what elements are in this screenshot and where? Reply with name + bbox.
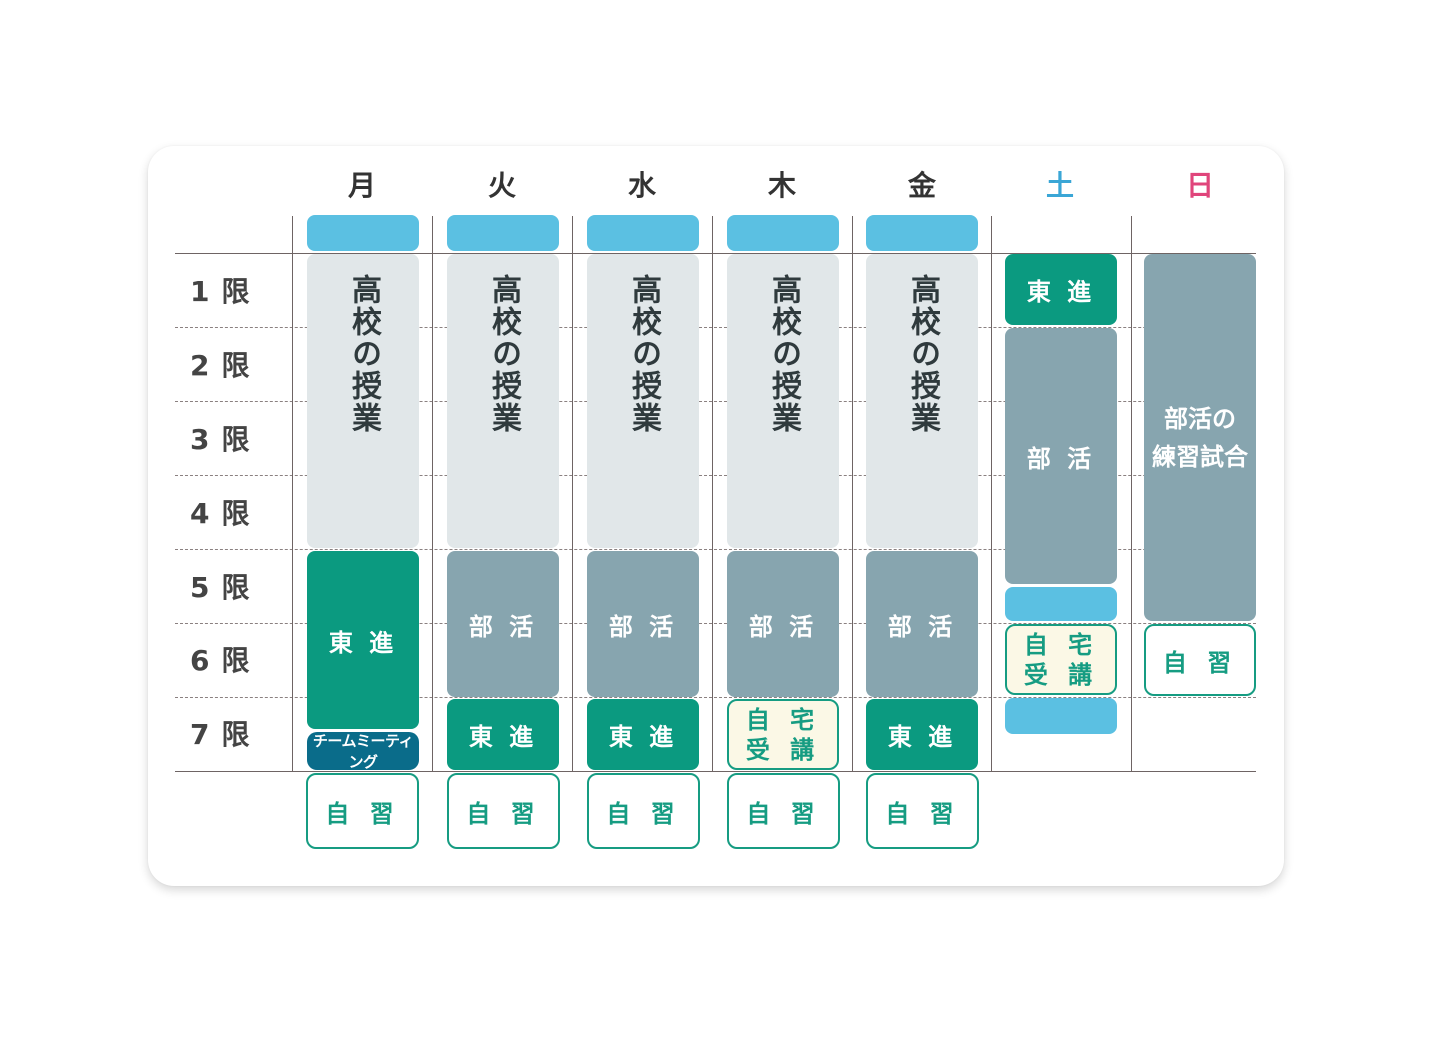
grid-vline-2 <box>432 216 433 771</box>
toshin-block-tue: 東 進 <box>447 699 559 770</box>
period-num: 1 <box>190 275 210 308</box>
self-study-wed: 自 習 <box>587 773 700 849</box>
grid-bottom-line <box>175 771 1256 772</box>
grid-vline-4 <box>712 216 713 771</box>
blue-bar-wed <box>587 215 699 251</box>
home-study-thu: 自 宅 受 講 <box>727 699 839 770</box>
blue-bar-mon <box>307 215 419 251</box>
period-unit: 限 <box>221 718 250 751</box>
day-header-wed: 水 <box>627 169 656 202</box>
blue-bar-sat-2 <box>1005 698 1117 734</box>
club-block-fri: 部 活 <box>866 551 978 697</box>
grid-vline-3 <box>572 216 573 771</box>
period-unit: 限 <box>221 423 250 456</box>
period-unit: 限 <box>221 275 250 308</box>
grid-top-line <box>175 253 1256 254</box>
toshin-block-wed: 東 進 <box>587 699 699 770</box>
grid-dash-2 <box>175 401 1256 402</box>
practice-match-sun: 部活の 練習試合 <box>1144 254 1256 621</box>
period-num: 3 <box>190 423 210 456</box>
day-header-sat: 土 <box>1045 169 1074 202</box>
school-class-label: 高校の授業 <box>905 274 940 434</box>
period-num: 2 <box>190 349 210 382</box>
school-class-wed: 高校の授業 <box>587 254 699 548</box>
day-header-sun: 日 <box>1185 169 1214 202</box>
grid-dash-5 <box>175 623 1256 624</box>
club-block-wed: 部 活 <box>587 551 699 697</box>
period-unit: 限 <box>221 644 250 677</box>
period-unit: 限 <box>221 497 250 530</box>
toshin-block-fri: 東 進 <box>866 699 978 770</box>
blue-bar-tue <box>447 215 559 251</box>
school-class-label: 高校の授業 <box>766 274 801 434</box>
day-header-tue: 火 <box>487 169 516 202</box>
grid-dash-4 <box>175 549 1256 550</box>
day-header-mon: 月 <box>347 169 376 202</box>
club-block-tue: 部 活 <box>447 551 559 697</box>
grid-vline-7 <box>1131 216 1132 771</box>
grid-dash-6 <box>175 697 1256 698</box>
grid-dash-3 <box>175 475 1256 476</box>
school-class-fri: 高校の授業 <box>866 254 978 548</box>
period-unit: 限 <box>221 571 250 604</box>
self-study-tue: 自 習 <box>447 773 560 849</box>
day-header-thu: 木 <box>767 169 796 202</box>
team-meeting-block: チームミーティング <box>307 732 419 771</box>
period-num: 4 <box>190 497 210 530</box>
grid-vline-5 <box>852 216 853 771</box>
grid-dash-1 <box>175 327 1256 328</box>
blue-bar-thu <box>727 215 839 251</box>
school-class-tue: 高校の授業 <box>447 254 559 548</box>
grid-vline-6 <box>991 216 992 771</box>
period-num: 5 <box>190 571 210 604</box>
self-study-mon: 自 習 <box>306 773 419 849</box>
self-study-thu: 自 習 <box>727 773 840 849</box>
school-class-mon: 高校の授業 <box>307 254 419 548</box>
school-class-label: 高校の授業 <box>486 274 521 434</box>
school-class-label: 高校の授業 <box>626 274 661 434</box>
period-num: 7 <box>190 718 210 751</box>
club-block-sat: 部 活 <box>1005 328 1117 584</box>
grid-vline-1 <box>292 216 293 771</box>
school-class-thu: 高校の授業 <box>727 254 839 548</box>
toshin-block-mon: 東 進 <box>307 551 419 729</box>
self-study-fri: 自 習 <box>866 773 979 849</box>
club-block-thu: 部 活 <box>727 551 839 697</box>
home-study-sat: 自 宅 受 講 <box>1005 624 1117 695</box>
school-class-label: 高校の授業 <box>346 274 381 434</box>
blue-bar-fri <box>866 215 978 251</box>
period-unit: 限 <box>221 349 250 382</box>
day-header-fri: 金 <box>907 169 936 202</box>
blue-bar-sat-1 <box>1005 587 1117 621</box>
self-study-sun: 自 習 <box>1144 624 1256 696</box>
toshin-block-sat: 東 進 <box>1005 254 1117 325</box>
period-num: 6 <box>190 644 210 677</box>
